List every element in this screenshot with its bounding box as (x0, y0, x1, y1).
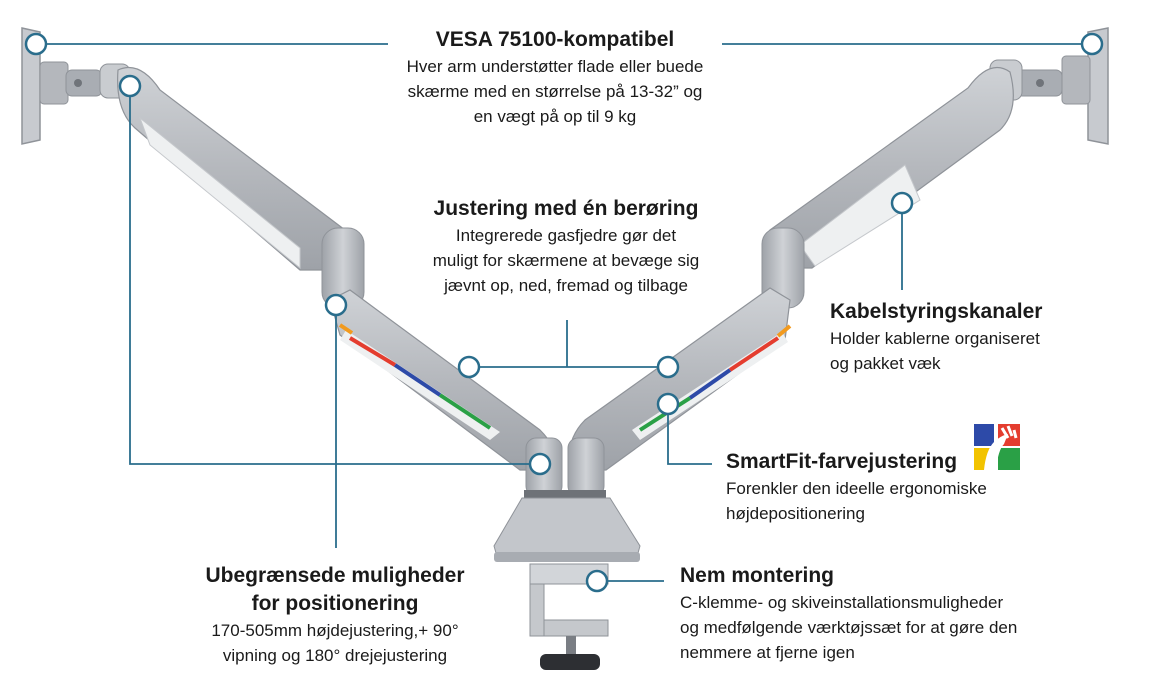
marker-pole (528, 452, 552, 476)
callout-vesa: VESA 75100-kompatibel Hver arm understøt… (380, 26, 730, 129)
callout-positioning-line-2: vipning og 180° drejejustering (222, 646, 448, 665)
callout-positioning: Ubegrænsede muligheder for positionering… (150, 562, 520, 668)
callout-vesa-line-3: en vægt på op til 9 kg (473, 107, 637, 126)
callout-mounting-line-2: og medfølgende værktøjssæt for at gøre d… (680, 618, 1018, 637)
left-upper-arm (117, 66, 346, 271)
marker-left-gas-spring (457, 355, 481, 379)
callout-cable-title: Kabelstyringskanaler (830, 300, 1043, 323)
callout-touch-adjust: Justering med én berøring Integrerede ga… (396, 195, 736, 298)
right-upper-arm (769, 67, 1014, 269)
callout-positioning-line-1: 170-505mm højdejustering,+ 90° (211, 621, 459, 640)
callout-positioning-title-2: for positionering (251, 592, 419, 615)
callout-touch-line-3: jævnt op, ned, fremad og tilbage (444, 276, 688, 295)
left-lower-arm (329, 289, 558, 471)
callout-mounting-line-1: C-klemme- og skiveinstallationsmulighede… (680, 593, 1004, 612)
marker-left-vesa (24, 32, 48, 56)
marker-right-vesa (1080, 32, 1104, 56)
callout-cable-line-2: og pakket væk (830, 354, 941, 373)
callout-touch-title: Justering med én berøring (433, 197, 699, 220)
callout-touch-line-2: muligt for skærmene at bevæge sig (432, 251, 700, 270)
marker-smartfit (656, 392, 680, 416)
callout-cable-line-1: Holder kablerne organiseret (830, 329, 1040, 348)
callout-vesa-line-1: Hver arm understøtter flade eller buede (406, 57, 704, 76)
smartfit-logo-icon (974, 424, 1020, 470)
callout-mounting: Nem montering C-klemme- og skiveinstalla… (680, 562, 1100, 665)
callout-smartfit: SmartFit-farvejustering Forenkler den id… (726, 448, 1056, 526)
marker-clamp (585, 569, 609, 593)
callout-smartfit-line-2: højdepositionering (726, 504, 865, 523)
callout-mounting-title: Nem montering (680, 564, 835, 587)
callout-lines (47, 43, 1081, 582)
callout-smartfit-line-1: Forenkler den ideelle ergonomiske (726, 479, 987, 498)
marker-right-gas-spring (656, 355, 680, 379)
callout-positioning-title-1: Ubegrænsede muligheder (205, 564, 465, 587)
callout-vesa-title: VESA 75100-kompatibel (435, 28, 675, 51)
marker-cable-channel (890, 191, 914, 215)
callout-smartfit-title: SmartFit-farvejustering (726, 450, 958, 473)
desk-base (493, 497, 641, 562)
callout-touch-line-1: Integrerede gasfjedre gør det (455, 226, 677, 245)
marker-left-elbow (324, 293, 348, 317)
callout-vesa-line-2: skærme med en størrelse på 13-32” og (407, 82, 703, 101)
marker-left-arm (118, 74, 142, 98)
callout-cable: Kabelstyringskanaler Holder kablerne org… (830, 298, 1130, 376)
callout-markers (24, 32, 1104, 593)
callout-mounting-line-3: nemmere at fjerne igen (680, 643, 855, 662)
